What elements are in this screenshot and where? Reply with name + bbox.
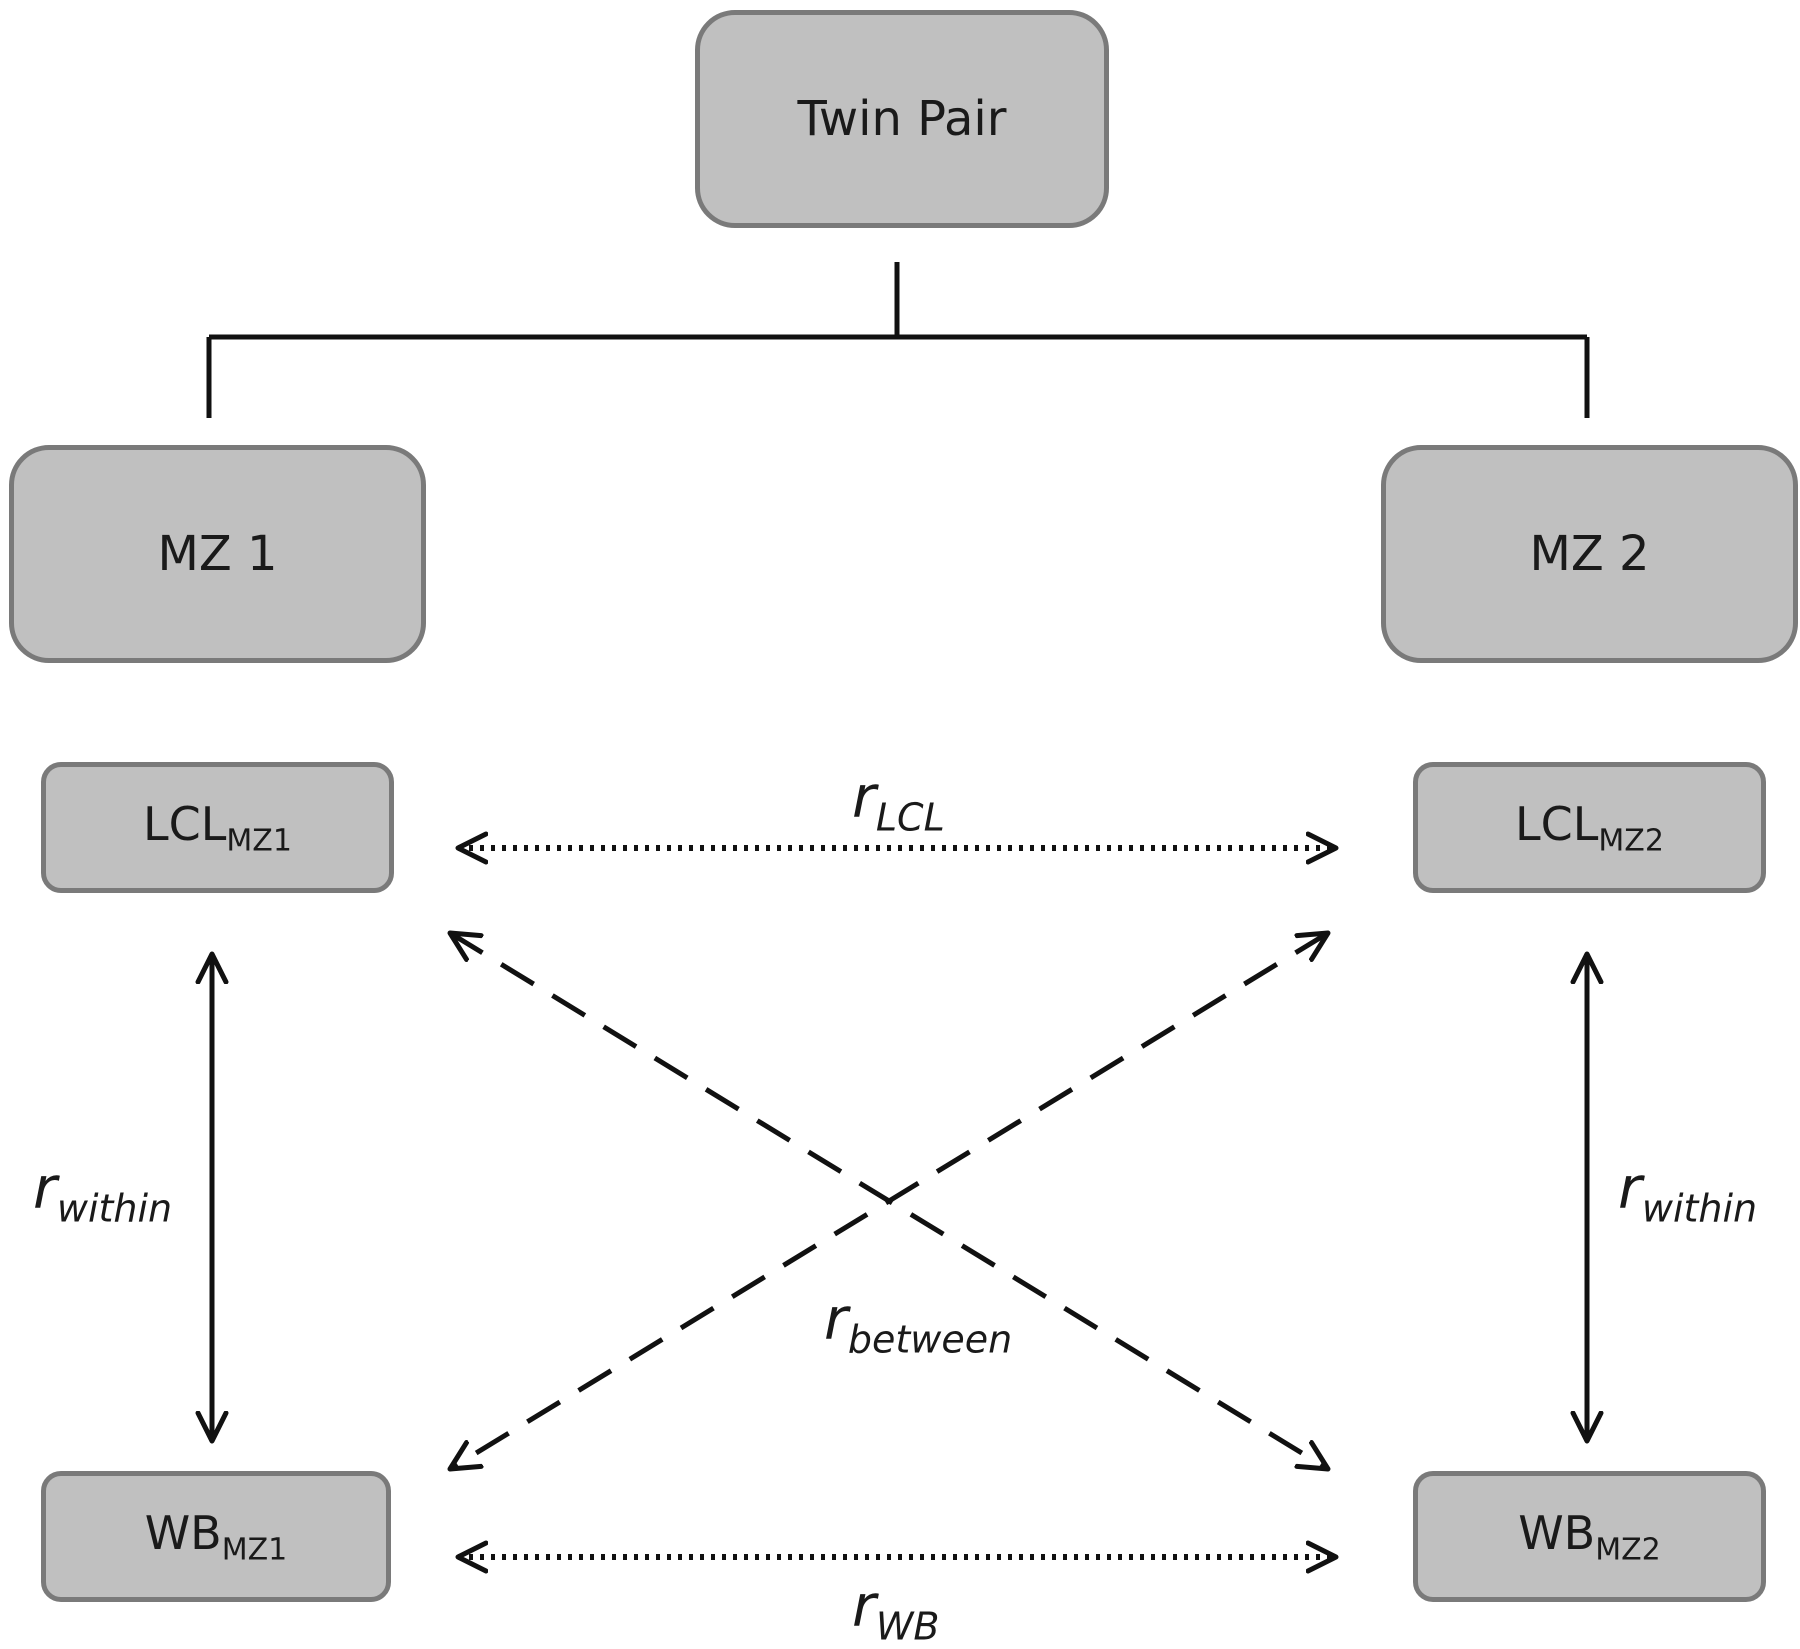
label-r-between: rbetween bbox=[824, 1285, 1013, 1362]
label-r-wb: rWB bbox=[852, 1572, 940, 1649]
node-mz2: MZ 2 bbox=[1381, 445, 1798, 663]
node-lcl-mz1: LCLMZ1 bbox=[41, 762, 394, 893]
node-wb-mz1-label: WBMZ1 bbox=[144, 1505, 288, 1568]
node-twin-pair: Twin Pair bbox=[695, 10, 1109, 228]
label-r-within-left: rwithin bbox=[33, 1154, 173, 1231]
node-wb-mz1: WBMZ1 bbox=[41, 1471, 391, 1602]
label-r-lcl: rLCL bbox=[852, 763, 945, 840]
node-wb-mz2-label: WBMZ2 bbox=[1518, 1505, 1661, 1568]
node-mz1: MZ 1 bbox=[9, 445, 426, 663]
label-r-within-right: rwithin bbox=[1618, 1154, 1758, 1231]
node-wb-mz2: WBMZ2 bbox=[1413, 1471, 1766, 1602]
node-lcl-mz1-label: LCLMZ1 bbox=[143, 796, 292, 859]
node-mz1-label: MZ 1 bbox=[157, 526, 278, 582]
node-mz2-label: MZ 2 bbox=[1529, 526, 1650, 582]
node-lcl-mz2: LCLMZ2 bbox=[1413, 762, 1766, 893]
arrow-between-lcl-mz2-wb-mz1 bbox=[450, 933, 1328, 1469]
node-lcl-mz2-label: LCLMZ2 bbox=[1515, 796, 1664, 859]
node-twin-pair-label: Twin Pair bbox=[797, 91, 1007, 147]
tree-connector bbox=[206, 262, 1590, 418]
